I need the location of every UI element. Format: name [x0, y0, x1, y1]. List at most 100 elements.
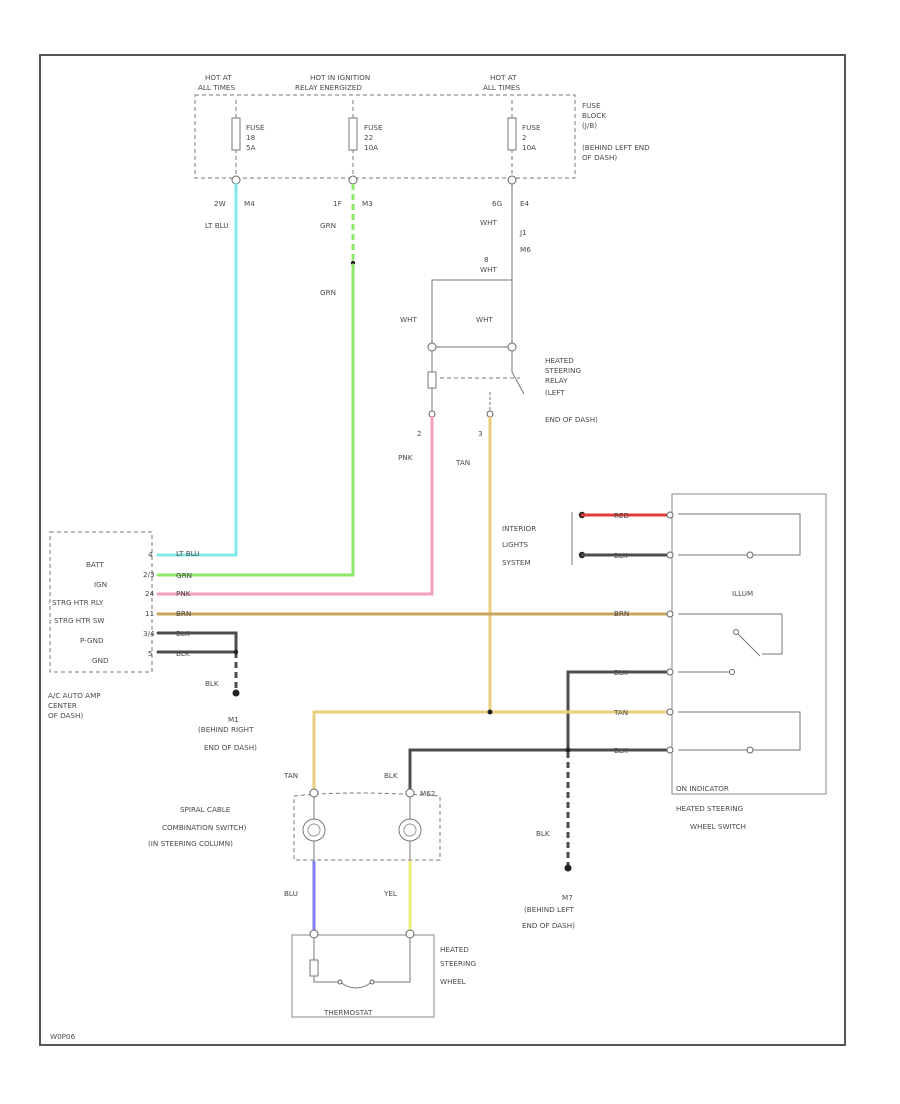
heater-element: [309, 959, 319, 977]
svg-text:FUSE: FUSE: [582, 101, 601, 110]
label-blk-spiral: BLK: [384, 771, 398, 780]
label-blk-il: BLK: [614, 551, 628, 560]
spiral-label-1: SPIRAL CABLE: [180, 805, 231, 814]
conn-m3: M3: [362, 199, 373, 208]
label-grn-amp: GRN: [176, 571, 192, 580]
label-yel: YEL: [383, 889, 397, 898]
wire-pnk: [156, 416, 434, 596]
svg-text:P-GND: P-GND: [80, 636, 104, 645]
label-lt-blu: LT BLU: [205, 221, 229, 230]
svg-text:11: 11: [145, 609, 154, 618]
thermostat-label: THERMOSTAT: [323, 1008, 373, 1017]
source-label-2b: RELAY ENERGIZED: [295, 83, 362, 92]
wire-lt-blu: [156, 182, 238, 557]
source-label-3b: ALL TIMES: [483, 83, 520, 92]
label-wht-4: WHT: [476, 315, 494, 324]
ground-m1-loc1: (BEHIND RIGHT: [198, 725, 254, 734]
label-red: RED: [614, 511, 630, 520]
svg-text:3/4: 3/4: [143, 629, 155, 638]
ground-m7-loc2: END OF DASH): [522, 921, 575, 930]
amp-label-3: OF DASH): [48, 711, 83, 720]
svg-text:(BEHIND LEFT END: (BEHIND LEFT END: [582, 143, 650, 152]
wheel-label-1: HEATED: [440, 945, 469, 954]
conn-6g: 6G: [492, 199, 502, 208]
ground-m7-point: [564, 864, 572, 872]
spiral-coil-right: [398, 818, 422, 842]
svg-text:(J/B): (J/B): [582, 121, 597, 130]
wire-tan-spiral: [312, 710, 668, 792]
svg-text:5: 5: [148, 649, 153, 658]
wire-blk-pgnd: [156, 631, 238, 652]
wheel-label-3: WHEEL: [440, 977, 466, 986]
relay-pin-3: 3: [478, 429, 483, 438]
label-brn-amp: BRN: [176, 609, 191, 618]
svg-text:BATT: BATT: [86, 560, 105, 569]
ground-m1-point: [232, 689, 240, 697]
svg-text:24: 24: [145, 589, 155, 598]
label-blk-sw: BLK: [614, 668, 628, 677]
illum-lamp-circuit: [678, 513, 801, 556]
amp-label-1: A/C AUTO AMP: [48, 691, 101, 700]
spiral-conn: M62: [420, 789, 435, 798]
ground-m1-id: M1: [228, 715, 239, 724]
label-pnk-amp: PNK: [176, 589, 191, 598]
svg-text:FUSE: FUSE: [364, 123, 383, 132]
fuse-block-label: FUSE BLOCK (J/B) (BEHIND LEFT END OF DAS…: [582, 101, 650, 162]
on-indicator-label: ON INDICATOR: [676, 784, 729, 793]
source-label-3a: HOT AT: [490, 73, 517, 82]
conn-e4: E4: [520, 199, 530, 208]
conn-j1: J1: [519, 228, 527, 237]
wire-grn: [156, 263, 355, 577]
source-label-2a: HOT IN IGNITION: [310, 73, 370, 82]
label-tan-relay: TAN: [455, 458, 470, 467]
svg-text:BLOCK: BLOCK: [582, 111, 606, 120]
label-blu: BLU: [284, 889, 298, 898]
svg-text:5A: 5A: [246, 143, 256, 152]
ground-m1-loc2: END OF DASH): [204, 743, 257, 752]
fuse-18: FUSE 18 5A: [231, 117, 265, 152]
heated-steering-relay: [427, 342, 525, 418]
svg-text:10A: 10A: [364, 143, 378, 152]
spiral-coil-left: [302, 818, 326, 842]
conn-1f: 1F: [333, 199, 342, 208]
spiral-label-2: COMBINATION SWITCH): [162, 823, 247, 832]
label-blk-amp-2: BLK: [176, 649, 190, 658]
label-tan-sw: TAN: [613, 708, 628, 717]
switch-label-1: HEATED STEERING: [676, 804, 743, 813]
wheel-label-2: STEERING: [440, 959, 476, 968]
svg-text:STRG HTR SW: STRG HTR SW: [54, 616, 105, 625]
label-blk-sw2: BLK: [614, 746, 628, 755]
label-brn-sw: BRN: [614, 609, 629, 618]
interior-lights-1: INTERIOR: [502, 524, 536, 533]
ac-auto-amp-box: [49, 531, 153, 673]
thermostat-element: [339, 981, 373, 989]
conn-2w: 2W: [214, 199, 226, 208]
relay-label-4: (LEFT: [545, 388, 565, 397]
svg-text:10A: 10A: [522, 143, 536, 152]
svg-text:OF DASH): OF DASH): [582, 153, 617, 162]
label-blk-amp-1: BLK: [176, 629, 190, 638]
relay-pin-2: 2: [417, 429, 422, 438]
svg-text:STRG HTR RLY: STRG HTR RLY: [52, 598, 104, 607]
ground-m7-id: M7: [562, 893, 573, 902]
svg-text:4: 4: [148, 550, 153, 559]
diagram-frame: [39, 54, 846, 1046]
fuse-block-outline: [194, 94, 576, 179]
label-wht-3: WHT: [400, 315, 418, 324]
source-label-1b: ALL TIMES: [198, 83, 235, 92]
svg-text:FUSE: FUSE: [246, 123, 265, 132]
fuse-2: FUSE 2 10A: [507, 117, 541, 152]
wire-wht: [431, 184, 513, 345]
label-blk-m1: BLK: [205, 679, 219, 688]
wire-blk-switch: [566, 670, 668, 752]
svg-text:22: 22: [364, 133, 373, 142]
svg-text:GND: GND: [92, 656, 109, 665]
svg-text:FUSE: FUSE: [522, 123, 541, 132]
spiral-label-3: (IN STEERING COLUMN): [148, 839, 233, 848]
ground-m7-loc1: (BEHIND LEFT: [524, 905, 575, 914]
wire-blk-spiral: [408, 748, 668, 792]
fuse-22: FUSE 22 10A: [348, 117, 383, 152]
interior-lights-2: LIGHTS: [502, 540, 528, 549]
label-grn-1: GRN: [320, 221, 336, 230]
